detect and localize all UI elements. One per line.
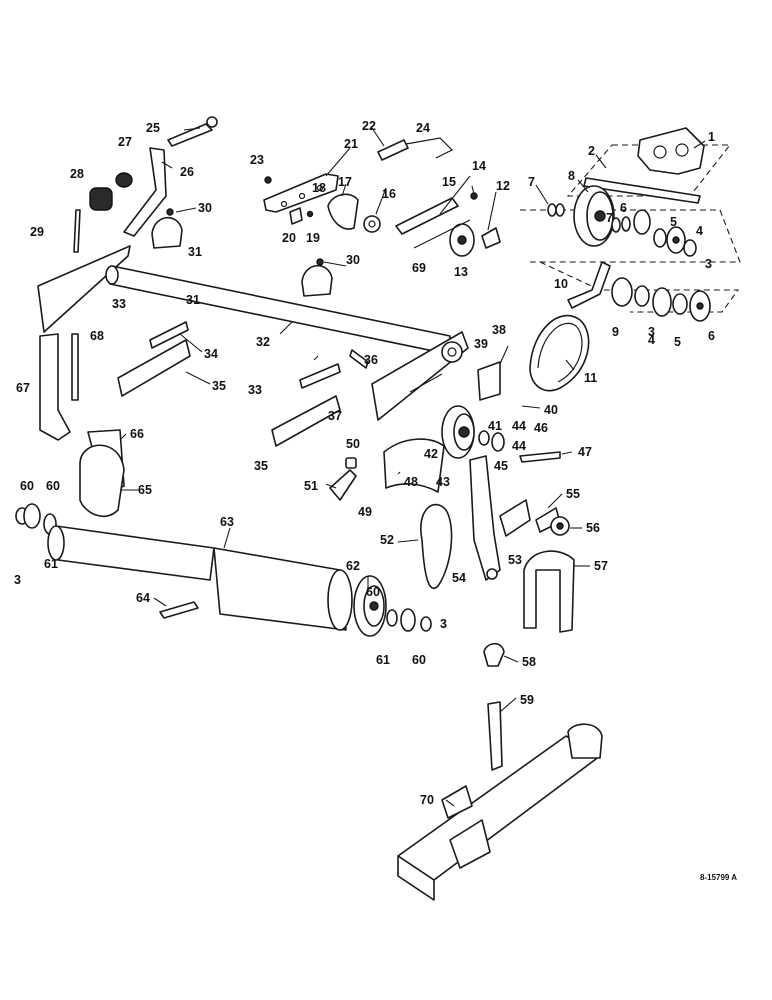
callout-56: 56	[586, 521, 600, 535]
upper-middle-parts	[263, 137, 471, 249]
callout-35: 35	[212, 379, 226, 393]
callout-43: 43	[436, 475, 450, 489]
callout-69: 69	[412, 261, 426, 275]
callout-44: 44	[512, 419, 526, 433]
callout-7: 7	[528, 175, 535, 189]
callout-60d: 60	[412, 653, 426, 667]
callout-62: 62	[346, 559, 360, 573]
callout-60a: 60	[20, 479, 34, 493]
callout-59: 59	[520, 693, 534, 707]
callout-10: 10	[554, 277, 568, 291]
callout-4: 4	[696, 224, 703, 238]
callout-30b: 30	[346, 253, 360, 267]
callout-54: 54	[452, 571, 466, 585]
callout-44b: 44	[512, 439, 526, 453]
callout-21: 21	[344, 137, 358, 151]
callout-labels: 1 2 3 4 5 6 7 8 9 10 11 12 13 14 15 16 1…	[14, 119, 737, 882]
callout-33b: 33	[248, 383, 262, 397]
callout-17: 17	[338, 175, 352, 189]
callout-61b: 61	[376, 653, 390, 667]
callout-3c: 3	[440, 617, 447, 631]
callout-36: 36	[364, 353, 378, 367]
callout-29: 29	[30, 225, 44, 239]
callout-61a: 61	[44, 557, 58, 571]
callout-37: 37	[328, 409, 342, 423]
lower-right-arm	[420, 455, 575, 633]
callout-49: 49	[358, 505, 372, 519]
leader-lines	[119, 127, 706, 807]
callout-23: 23	[250, 153, 264, 167]
callout-34: 34	[204, 347, 218, 361]
callout-70: 70	[420, 793, 434, 807]
callout-16: 16	[382, 187, 396, 201]
callout-4b: 4	[648, 333, 655, 347]
callout-41: 41	[488, 419, 502, 433]
callout-33: 33	[112, 297, 126, 311]
callout-58: 58	[522, 655, 536, 669]
frame-and-main-tube	[37, 116, 469, 447]
callout-9: 9	[612, 325, 619, 339]
callout-20: 20	[282, 231, 296, 245]
callout-55: 55	[566, 487, 580, 501]
callout-2: 2	[588, 144, 595, 158]
callout-48: 48	[404, 475, 418, 489]
callout-40: 40	[544, 403, 558, 417]
callout-14: 14	[472, 159, 486, 173]
callout-60b: 60	[46, 479, 60, 493]
callout-45: 45	[494, 459, 508, 473]
callout-65: 65	[138, 483, 152, 497]
callout-63: 63	[220, 515, 234, 529]
callout-11: 11	[584, 371, 597, 385]
callout-39: 39	[474, 337, 488, 351]
callout-31b: 31	[186, 293, 200, 307]
callout-7b: 7	[606, 211, 613, 225]
callout-57: 57	[594, 559, 608, 573]
callout-25: 25	[146, 121, 160, 135]
callout-5: 5	[670, 215, 677, 229]
callout-52: 52	[380, 533, 394, 547]
callout-12: 12	[496, 179, 510, 193]
callout-15: 15	[442, 175, 456, 189]
callout-51: 51	[304, 479, 318, 493]
lower-frame	[397, 642, 603, 901]
callout-3d: 3	[648, 325, 655, 339]
callout-1: 1	[708, 130, 715, 144]
callout-22: 22	[362, 119, 376, 133]
callout-19: 19	[306, 231, 320, 245]
callout-13: 13	[454, 265, 468, 279]
center-pulley-group	[329, 349, 561, 501]
callout-3: 3	[705, 257, 712, 271]
callout-35b: 35	[254, 459, 268, 473]
callout-28: 28	[70, 167, 84, 181]
callout-46: 46	[534, 421, 548, 435]
callout-47: 47	[578, 445, 592, 459]
callout-30: 30	[198, 201, 212, 215]
callout-31: 31	[188, 245, 202, 259]
callout-6b: 6	[620, 201, 627, 215]
callout-24: 24	[416, 121, 430, 135]
callout-3b: 3	[14, 573, 21, 587]
callout-68: 68	[90, 329, 104, 343]
callout-32: 32	[256, 335, 270, 349]
callout-38: 38	[492, 323, 506, 337]
callout-8: 8	[568, 169, 575, 183]
drive-wheel-assembly	[449, 127, 741, 392]
callout-42: 42	[424, 447, 438, 461]
callout-5b: 5	[674, 335, 681, 349]
callout-26: 26	[180, 165, 194, 179]
callout-6: 6	[708, 329, 715, 343]
callout-18: 18	[312, 181, 326, 195]
callout-60c: 60	[366, 585, 380, 599]
drawing-number: 8-15799 A	[700, 873, 737, 882]
feed-roller	[15, 429, 432, 637]
callout-66: 66	[130, 427, 144, 441]
callout-64: 64	[136, 591, 150, 605]
callout-50: 50	[346, 437, 360, 451]
callout-27: 27	[118, 135, 132, 149]
callout-53: 53	[508, 553, 522, 567]
callout-67: 67	[16, 381, 30, 395]
